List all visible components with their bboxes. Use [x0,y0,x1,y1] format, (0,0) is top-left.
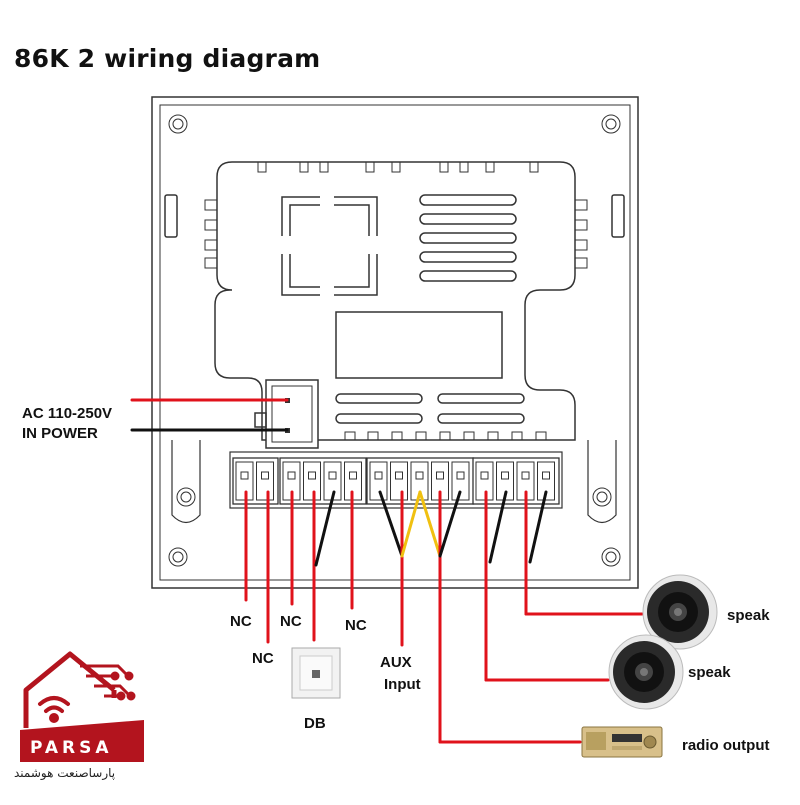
page-title: 86K 2 wiring diagram [14,44,321,73]
terminal-hole [480,471,489,480]
speaker-icon [608,634,684,710]
nc-label-3: NC [280,613,302,630]
panel-back-plate [151,96,639,589]
terminal-hole [261,471,269,480]
power-label-line1: AC 110-250V [22,405,113,422]
radio-output-label: radio output [682,737,770,754]
speaker-label-1: speak [727,607,770,624]
terminal-hole [374,471,383,480]
terminal-hole [542,471,550,480]
terminal-hole [521,471,530,480]
terminal-block [229,451,563,509]
terminal-hole [349,471,357,480]
brand-subtitle: پارساصنعت هوشمند [14,766,116,780]
terminal-hole [308,471,316,480]
mounting-slot [171,440,617,524]
terminal-slot [303,461,321,501]
speaker-label-2: speak [688,664,731,681]
terminal-frame [229,451,563,509]
brand-name: PARSA [30,738,113,758]
screw-icon [168,114,621,567]
speaker-icon [642,574,718,650]
terminal-hole [287,471,296,480]
terminal-slot [390,461,408,501]
power-connector [254,379,319,449]
terminal-slot [369,461,388,501]
circuit-lines [80,664,136,701]
terminal-slot [451,461,470,501]
module-body [204,161,588,441]
terminal-hole [436,471,444,480]
brand-logo [20,651,144,762]
wifi-icon [38,696,70,723]
nc-label-2: NC [252,650,274,667]
aux-label-line1: AUX [380,654,412,671]
doorbell-switch-icon [291,647,341,699]
terminal-hole [240,471,249,480]
db-label: DB [304,715,326,732]
nc-label-4: NC [345,617,367,634]
amplifier-icon [581,726,663,758]
terminal-slot [256,461,274,501]
terminal-hole [415,471,424,480]
nc-label-1: NC [230,613,252,630]
terminal-slot [537,461,555,501]
terminal-hole [456,471,465,480]
terminal-hole [328,471,337,480]
aux-label-line2: Input [384,676,421,693]
power-label-line2: IN POWER [22,425,98,442]
terminal-hole [395,471,403,480]
terminal-hole [501,471,509,480]
logo-banner [20,720,144,762]
terminal-slot [410,461,429,501]
wires [130,398,644,744]
